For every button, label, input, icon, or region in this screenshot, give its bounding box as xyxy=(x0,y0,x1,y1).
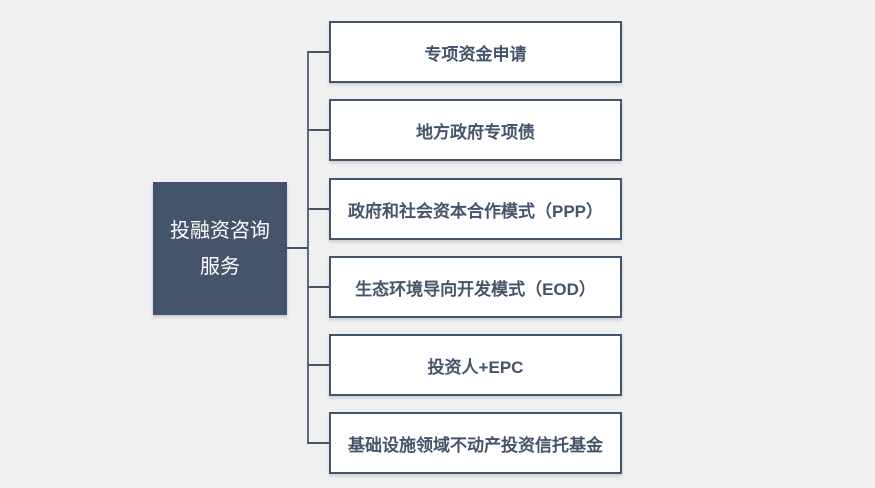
branch-node-local-government-special-bonds: 地方政府专项债 xyxy=(329,99,622,161)
branch-node-ppp-model: 政府和社会资本合作模式（PPP） xyxy=(329,178,622,240)
connector-trunk-line xyxy=(307,51,309,444)
branch-node-label: 地方政府专项债 xyxy=(416,122,535,142)
branch-node-label: 政府和社会资本合作模式（PPP） xyxy=(347,201,604,221)
branch-node-investor-plus-epc: 投资人+EPC xyxy=(329,334,622,396)
branch-node-label: 投资人+EPC xyxy=(427,357,524,377)
branch-node-special-fund-application: 专项资金申请 xyxy=(329,21,622,83)
branch-node-label: 生态环境导向开发模式（EOD） xyxy=(355,279,596,299)
connector-branch-line xyxy=(308,51,330,53)
branch-node-infrastructure-reits: 基础设施领域不动产投资信托基金 xyxy=(329,412,622,474)
connector-branch-line xyxy=(308,286,330,288)
connector-branch-line xyxy=(308,442,330,444)
branch-node-label: 基础设施领域不动产投资信托基金 xyxy=(348,435,603,455)
connector-root-line xyxy=(287,247,308,249)
branch-node-label: 专项资金申请 xyxy=(424,44,527,64)
root-node-title-line2: 服务 xyxy=(200,255,240,278)
branch-node-eod-model: 生态环境导向开发模式（EOD） xyxy=(329,256,622,318)
root-node: 投融资咨询 服务 xyxy=(153,182,287,315)
root-node-title-line1: 投融资咨询 xyxy=(170,219,270,242)
connector-branch-line xyxy=(308,129,330,131)
connector-branch-line xyxy=(308,208,330,210)
connector-branch-line xyxy=(308,364,330,366)
